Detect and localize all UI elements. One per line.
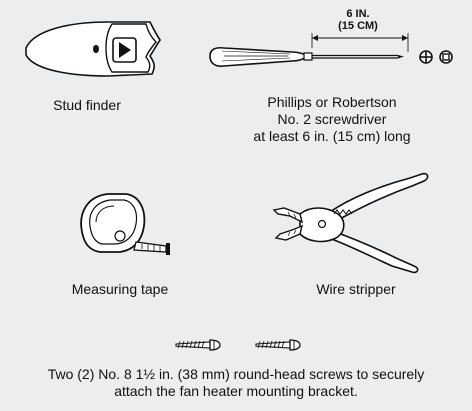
phillips-tip-icon (419, 50, 433, 64)
screw-right-illustration (255, 339, 301, 351)
play-arrow-icon (119, 42, 131, 58)
screws-label: Two (2) No. 8 1½ in. (38 mm) round-head … (0, 366, 472, 400)
wire-stripper-label: Wire stripper (316, 281, 396, 297)
screw-left-illustration (175, 339, 221, 351)
screwdriver-dimension-inches: 6 IN. (346, 8, 370, 20)
wire-stripper-illustration (272, 172, 429, 274)
screws-label-line1: Two (2) No. 8 1½ in. (38 mm) round-head … (47, 366, 425, 382)
robertson-tip-icon (439, 50, 453, 64)
screwdriver-label-line3: at least 6 in. (15 cm) long (253, 128, 411, 144)
stud-finder-illustration (25, 21, 161, 77)
screwdriver-illustration (209, 33, 453, 67)
measuring-tape-illustration (80, 193, 170, 255)
stud-finder-label: Stud finder (53, 97, 121, 113)
screwdriver-label: Phillips or Robertson No. 2 screwdriver … (232, 94, 432, 145)
screwdriver-label-line1: Phillips or Robertson (267, 94, 397, 110)
measuring-tape-label: Measuring tape (71, 281, 169, 297)
screwdriver-label-line2: No. 2 screwdriver (277, 111, 387, 127)
screws-label-line2: attach the fan heater mounting bracket. (114, 383, 358, 399)
screwdriver-dimension-cm: (15 CM) (338, 20, 378, 32)
